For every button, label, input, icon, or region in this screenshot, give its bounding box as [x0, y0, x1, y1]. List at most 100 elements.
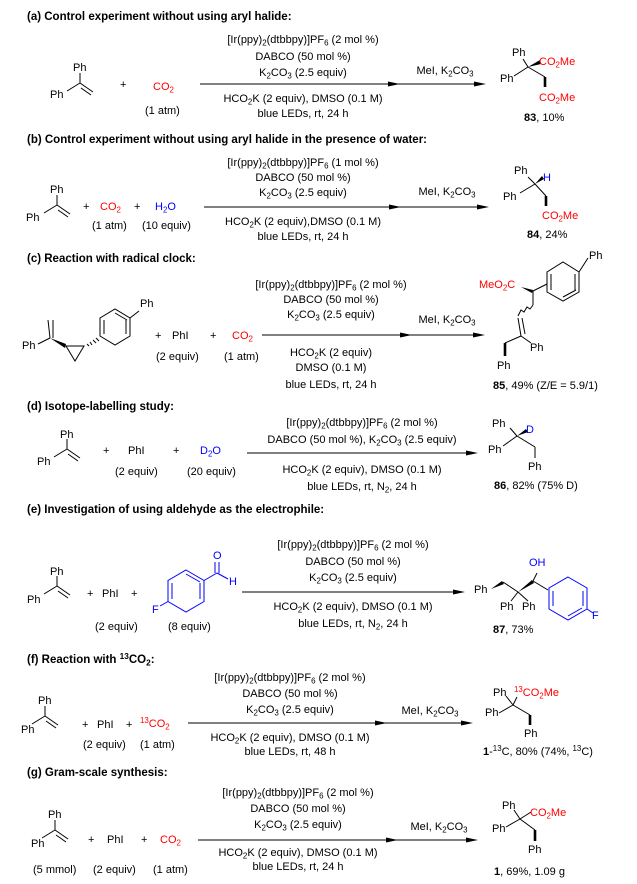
iodobenzene-reagent: PhI — [172, 330, 189, 342]
plus-sign: + — [120, 79, 127, 91]
plus-sign: + — [82, 719, 89, 731]
catalyst-condition: [Ir(ppy)2(dtbbpy)]PF6 (2 mol %) — [286, 417, 438, 431]
scheme-f-arrow — [188, 720, 473, 726]
catalyst-condition: [Ir(ppy)2(dtbbpy)]PF6 (2 mol %) — [214, 672, 366, 686]
compound-number: 84 — [527, 229, 540, 241]
product-phenyl-label: Ph — [528, 844, 542, 856]
reactant-phenyl-label: Ph — [22, 340, 36, 352]
scheme-c-arrow — [262, 332, 485, 338]
alkene-amount: (5 mmol) — [33, 864, 77, 876]
yield-text: , 82% (75% D) — [506, 480, 578, 492]
scheme-b-reactant-alkene — [43, 195, 71, 218]
light-time-condition: blue LEDs, rt, N2, 24 h — [307, 481, 417, 495]
reductant-solvent-condition: HCO2K (2 equiv), DMSO (0.1 M) — [223, 93, 383, 107]
product-hydroxyl-label: OH — [529, 557, 546, 569]
catalyst-condition: [Ir(ppy)2(dtbbpy)]PF6 (2 mol %) — [255, 279, 407, 293]
product-phenyl-label: Ph — [502, 800, 516, 812]
scheme-f-product-bonds — [498, 695, 532, 725]
additive-condition: K2CO3 (2.5 equiv) — [259, 67, 347, 81]
scheme-a-reactant-alkene — [66, 73, 94, 96]
plus-sign: + — [155, 330, 162, 342]
co2-amount: (1 atm) — [153, 864, 188, 876]
scheme-a-arrow — [200, 81, 486, 87]
catalyst-condition: [Ir(ppy)2(dtbbpy)]PF6 (2 mol %) — [227, 34, 379, 48]
product-ester-label: CO2Me — [539, 56, 576, 70]
scheme-c-radical-clock-bonds — [37, 308, 140, 362]
reductant-solvent-condition: HCO2K (2 equiv), DMSO (0.1 M) — [282, 464, 442, 478]
light-time-condition: blue LEDs, rt, 48 h — [244, 746, 336, 758]
product-deuterium-label: D — [526, 424, 534, 436]
additive-condition: K2CO3 (2.5 equiv) — [259, 187, 347, 201]
product-phenyl-label: Ph — [500, 601, 514, 613]
compound-number: 1 — [494, 866, 501, 878]
product-phenyl-label: Ph — [530, 342, 544, 354]
solvent-condition: DMSO (0.1 M) — [295, 362, 367, 374]
reductant-condition: HCO2K (2 equiv) — [289, 347, 373, 361]
scheme-e-title: (e) Investigation of using aldehyde as t… — [27, 504, 325, 516]
reactant-phenyl-label: Ph — [26, 212, 40, 224]
plus-sign: + — [103, 445, 110, 457]
reductant-solvent-condition: HCO2K (2 equiv), DMSO (0.1 M) — [210, 732, 370, 746]
d2o-reagent: D2O — [200, 445, 221, 459]
light-time-condition: blue LEDs, rt, 24 h — [257, 231, 349, 243]
d2o-amount: (20 equiv) — [187, 466, 236, 478]
second-step-reagents: MeI, K2CO3 — [418, 186, 476, 200]
scheme-d-title: (d) Isotope-labelling study: — [27, 401, 174, 413]
light-time-condition: blue LEDs, rt, N2, 24 h — [298, 618, 408, 632]
product-phenyl-label: Ph — [528, 461, 542, 473]
additive-condition: K2CO3 (2.5 equiv) — [254, 819, 342, 833]
additive-condition: K2CO3 (2.5 equiv) — [287, 309, 375, 323]
product-yield: 85, 49% (Z/E = 5.9/1) — [493, 379, 598, 393]
iodobenzene-reagent: PhI — [128, 445, 145, 457]
product-phenyl-label: Ph — [488, 444, 502, 456]
co2-reagent: CO2 — [100, 201, 121, 215]
reactant-phenyl-label: Ph — [50, 566, 64, 578]
reactant-phenyl-label: Ph — [37, 456, 51, 468]
co2-amount: (1 atm) — [140, 739, 175, 751]
base-condition: DABCO (50 mol %) — [250, 803, 346, 815]
second-step-reagents: MeI, K2CO3 — [410, 821, 468, 835]
compound-number: 83 — [524, 112, 537, 124]
reductant-solvent-condition: HCO2K (2 equiv),DMSO (0.1 M) — [225, 216, 381, 230]
scheme-b-title: (b) Control experiment without using ary… — [27, 134, 427, 146]
scheme-b-arrow — [204, 204, 489, 210]
reactant-phenyl-label: Ph — [21, 724, 35, 736]
catalyst-condition: [Ir(ppy)2(dtbbpy)]PF6 (2 mol %) — [222, 787, 374, 801]
product-phenyl-label: Ph — [514, 165, 528, 177]
product-yield: 1-13C, 80% (74%, 13C) — [483, 745, 593, 759]
reductant-solvent-condition: HCO2K (2 equiv), DMSO (0.1 M) — [218, 847, 378, 861]
base-condition: DABCO (50 mol %) — [283, 294, 379, 306]
product-phenyl-label: Ph — [497, 360, 511, 372]
iodobenzene-amount: (2 equiv) — [95, 621, 138, 633]
product-yield: 86, 82% (75% D) — [494, 479, 578, 493]
labelled-co2-reagent: 13CO2 — [140, 716, 170, 732]
co2-reagent: CO2 — [153, 81, 174, 95]
second-step-reagents: MeI, K2CO3 — [401, 705, 459, 719]
compound-number: 1 — [483, 746, 490, 758]
scheme-e-product-bonds — [491, 572, 594, 621]
product-phenyl-label: Ph — [589, 250, 603, 262]
product-ester-label: CO2Me — [539, 92, 576, 106]
plus-sign: + — [141, 834, 148, 846]
scheme-b-product-bonds — [519, 176, 548, 206]
compound-number: 87 — [493, 624, 506, 636]
scheme-f-reactant-alkene — [31, 706, 59, 729]
product-yield: 83, 10% — [524, 111, 564, 125]
product-ester-label: CO2Me — [530, 807, 567, 821]
yield-text: , 69%, 1.09 g — [500, 866, 565, 878]
reactant-phenyl-label: Ph — [140, 298, 154, 310]
plus-sign: + — [131, 588, 138, 600]
scheme-g-arrow — [198, 837, 478, 843]
iodobenzene-amount: (2 equiv) — [156, 351, 199, 363]
product-phenyl-label: Ph — [492, 418, 506, 430]
reactant-phenyl-label: Ph — [31, 838, 45, 850]
co2-reagent: CO2 — [160, 834, 181, 848]
product-phenyl-label: Ph — [485, 707, 499, 719]
iodobenzene-amount: (2 equiv) — [83, 739, 126, 751]
aldehyde-fluorine-label: F — [152, 604, 159, 616]
base-condition: DABCO (50 mol %) — [255, 172, 351, 184]
plus-sign: + — [88, 834, 95, 846]
scheme-a-title: (a) Control experiment without using ary… — [27, 11, 292, 23]
scheme-d-reactant-alkene — [53, 439, 81, 462]
